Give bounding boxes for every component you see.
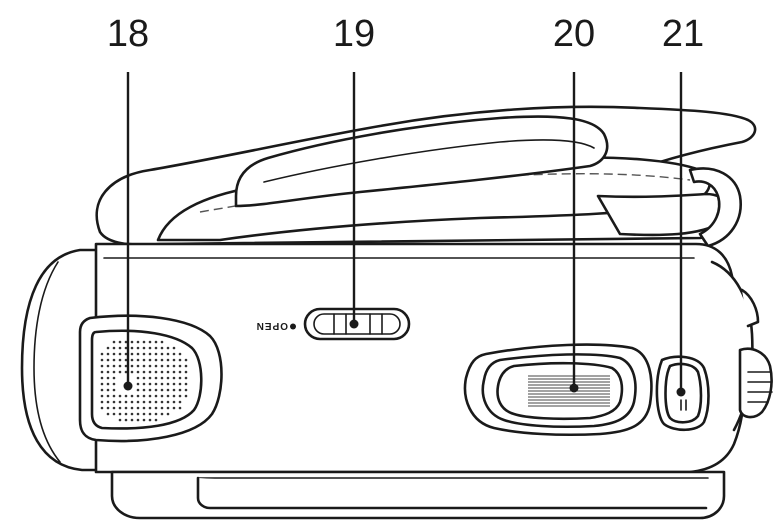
leader-dot-21: [676, 387, 686, 397]
hand-strap: [95, 105, 757, 248]
callout-19: 19: [333, 13, 375, 55]
microphone-grille-icon: [78, 314, 223, 443]
open-label: OPEN: [256, 320, 296, 331]
zoom-lever-icon: [463, 343, 653, 437]
leader-dot-18: [123, 381, 133, 391]
leader-dot-20: [569, 383, 579, 393]
leader-lines: [123, 72, 686, 397]
open-mark-text: OPEN: [256, 320, 288, 331]
callout-20: 20: [553, 13, 595, 55]
callout-21: 21: [662, 13, 704, 55]
callout-numbers: 18 19 20 21: [107, 13, 704, 55]
leader-dot-19: [349, 319, 359, 329]
callout-18: 18: [107, 13, 149, 55]
